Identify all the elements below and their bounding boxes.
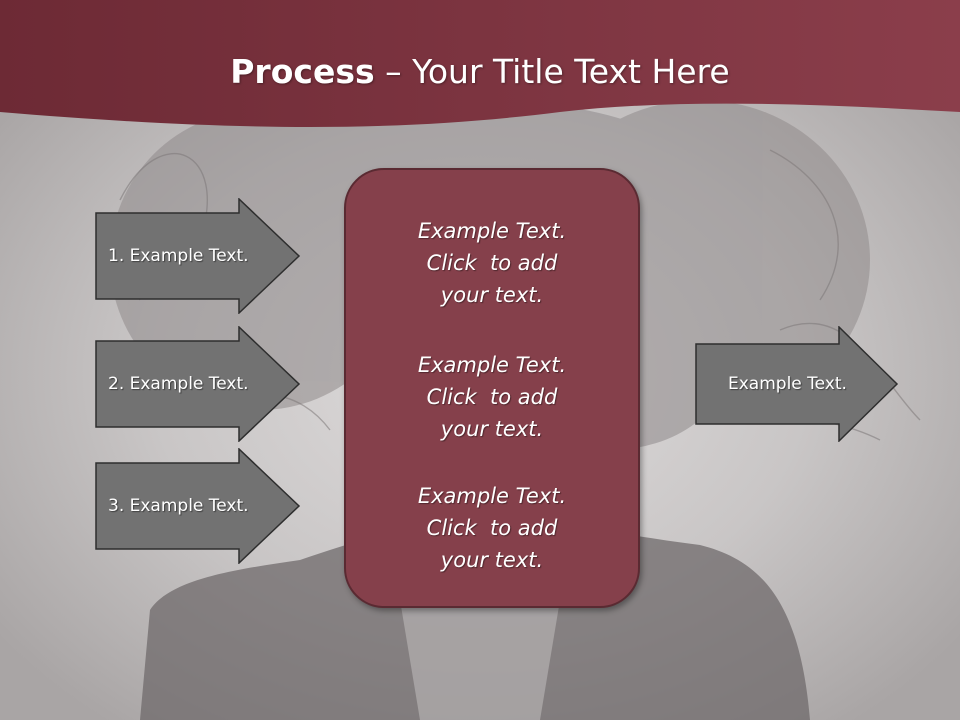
arrow-shape [95,448,301,564]
center-paragraph-3: Example Text. Click to add your text. [346,480,638,576]
center-text-box: Example Text. Click to add your text. Ex… [344,168,640,608]
slide-title: Process – Your Title Text Here [0,52,960,91]
center-paragraph-1: Example Text. Click to add your text. [346,215,638,311]
title-rest: – Your Title Text Here [374,52,730,91]
arrow-shape [695,326,899,442]
paragraph-line: Example Text. [417,484,567,508]
arrow-label: 2. Example Text. [108,374,249,394]
title-bold: Process [230,52,375,91]
left-arrow-3: 3. Example Text. [95,448,301,564]
center-paragraph-2: Example Text. Click to add your text. [346,349,638,445]
paragraph-line: Click to add [426,516,558,540]
arrow-label: Example Text. [728,374,847,394]
paragraph-line: Click to add [426,385,558,409]
arrow-label: 3. Example Text. [108,496,249,516]
right-arrow: Example Text. [695,326,901,442]
paragraph-line: your text. [440,417,544,441]
arrow-shape [95,198,301,314]
arrow-label: 1. Example Text. [108,246,249,266]
paragraph-line: your text. [440,283,544,307]
paragraph-line: Click to add [426,251,558,275]
arrow-shape [95,326,301,442]
paragraph-line: Example Text. [417,219,567,243]
left-arrow-2: 2. Example Text. [95,326,301,442]
paragraph-line: your text. [440,548,544,572]
paragraph-line: Example Text. [417,353,567,377]
left-arrow-1: 1. Example Text. [95,198,301,314]
